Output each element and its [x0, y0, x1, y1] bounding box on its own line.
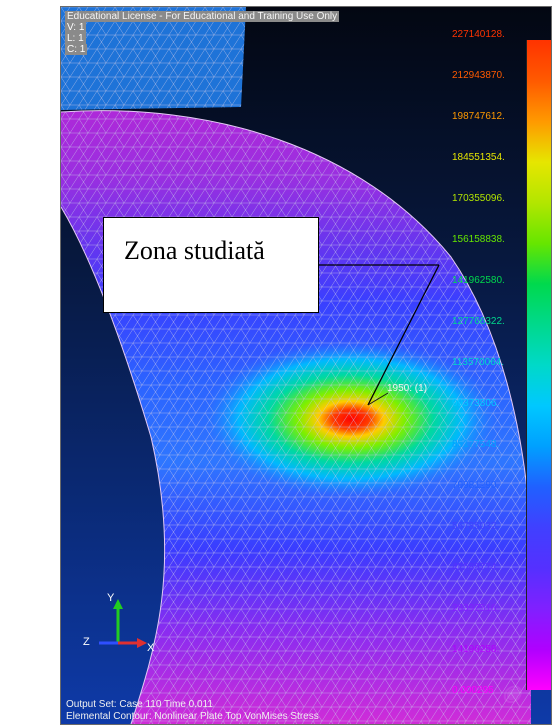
color-legend-bar [526, 40, 551, 690]
coordinate-triad [99, 599, 147, 648]
legend-value-label: 113570064. [452, 357, 505, 368]
contour-label: Elemental Contour: Nonlinear Plate Top V… [66, 711, 319, 722]
license-banner: Educational License - For Educational an… [65, 11, 340, 22]
axis-z-label: Z [83, 636, 90, 648]
legend-value-label: 156158838. [452, 234, 505, 245]
node-marker-arrow [367, 392, 389, 406]
legend-value-label: 70981290. [452, 480, 500, 491]
annotation-callout: Zona studiată [103, 217, 319, 313]
band-outer-edge [61, 110, 532, 568]
legend-value-label: 56785032. [452, 521, 500, 532]
axis-x-label: X [147, 642, 155, 654]
legend-value-label: 170355096. [452, 193, 505, 204]
node-id-label: 1950: (1) [387, 383, 428, 394]
upper-block-mesh [61, 7, 246, 110]
legend-value-label: 141962580. [452, 275, 505, 286]
legend-value-label: 0.000295 [452, 685, 494, 696]
view-info-v: V: 1 [65, 22, 87, 33]
axis-y-label: Y [107, 592, 115, 604]
legend-value-label: 99373806. [452, 398, 500, 409]
band-inner-edge [61, 206, 166, 724]
view-info-l: L: 1 [65, 33, 86, 44]
legend-value-label: 127766322. [452, 316, 505, 327]
view-info-c: C: 1 [65, 44, 88, 55]
legend-value-label: 28392516. [452, 603, 500, 614]
software-watermark: ◉ [501, 680, 521, 705]
graphics-viewport[interactable]: Educational License - For Educational an… [60, 6, 552, 725]
legend-value-label: 198747612. [452, 111, 505, 122]
legend-value-label: 212943870. [452, 70, 505, 81]
fe-mesh-plot [61, 7, 532, 724]
legend-value-label: 42588774. [452, 562, 500, 573]
legend-value-label: 85177548. [452, 439, 500, 450]
annotation-leader-diagonal [367, 264, 440, 406]
output-set-label: Output Set: Case 110 Time 0.011 [66, 699, 213, 710]
legend-value-label: 14196258. [452, 644, 500, 655]
legend-value-label: 184551354. [452, 152, 505, 163]
legend-value-label: 227140128. [452, 29, 505, 40]
annotation-label: Zona studiată [124, 236, 265, 265]
